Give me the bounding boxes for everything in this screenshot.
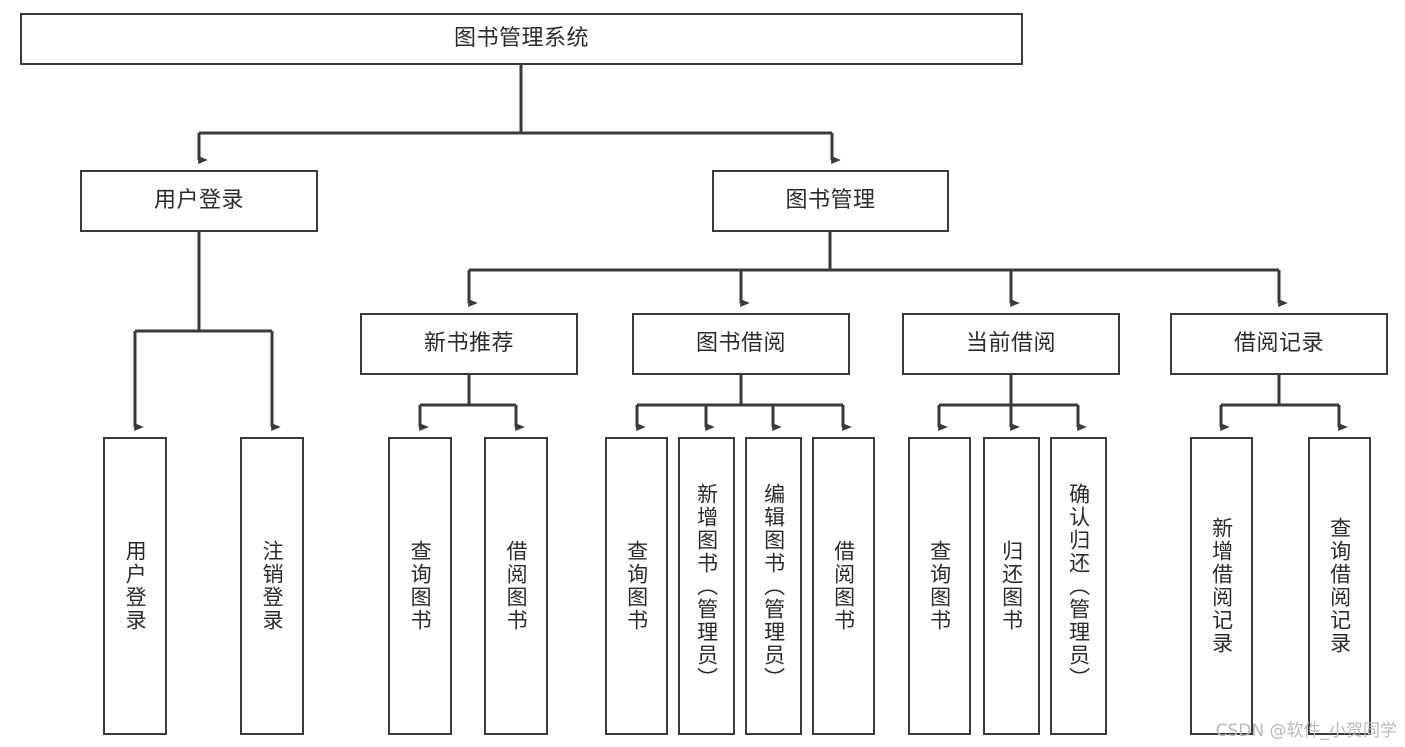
- node-label: 图书借阅: [695, 331, 786, 357]
- node-current-borrow[interactable]: 当前借阅: [902, 313, 1120, 375]
- node-leaf-query-book-2[interactable]: 查询图书: [605, 437, 668, 735]
- node-label: 查询图书: [927, 540, 952, 632]
- node-label: 归还图书: [999, 540, 1024, 632]
- node-leaf-borrow-book-2[interactable]: 借阅图书: [812, 437, 875, 735]
- node-label: 确认归还（管理员）: [1066, 482, 1091, 690]
- node-label: 查询图书: [408, 540, 433, 632]
- node-label: 注销登录: [260, 540, 285, 632]
- node-label: 借阅图书: [831, 540, 856, 632]
- node-label: 图书管理: [785, 188, 876, 214]
- node-leaf-confirm-return[interactable]: 确认归还（管理员）: [1050, 437, 1107, 735]
- node-label: 用户登录: [153, 188, 244, 214]
- node-book-manage[interactable]: 图书管理: [712, 170, 949, 232]
- node-user-login[interactable]: 用户登录: [80, 170, 318, 232]
- node-new-book-rec[interactable]: 新书推荐: [360, 313, 578, 375]
- node-label: 新增图书（管理员）: [694, 482, 719, 690]
- node-label: 图书管理系统: [453, 26, 589, 52]
- node-leaf-borrow-book-1[interactable]: 借阅图书: [484, 437, 548, 735]
- node-leaf-user-login[interactable]: 用户登录: [103, 437, 167, 735]
- node-book-borrow[interactable]: 图书借阅: [632, 313, 850, 375]
- node-label: 当前借阅: [965, 331, 1056, 357]
- node-leaf-add-record[interactable]: 新增借阅记录: [1190, 437, 1253, 735]
- node-label: 查询借阅记录: [1327, 517, 1352, 655]
- node-label: 查询图书: [624, 540, 649, 632]
- node-label: 用户登录: [123, 540, 148, 632]
- node-leaf-query-record[interactable]: 查询借阅记录: [1308, 437, 1371, 735]
- node-label: 借阅记录: [1233, 331, 1324, 357]
- node-leaf-query-book-1[interactable]: 查询图书: [388, 437, 452, 735]
- node-root[interactable]: 图书管理系统: [20, 13, 1023, 65]
- node-label: 编辑图书（管理员）: [761, 482, 786, 690]
- node-label: 借阅图书: [504, 540, 529, 632]
- node-leaf-edit-book[interactable]: 编辑图书（管理员）: [745, 437, 802, 735]
- node-leaf-logout[interactable]: 注销登录: [240, 437, 304, 735]
- node-borrow-record[interactable]: 借阅记录: [1170, 313, 1388, 375]
- watermark-text: CSDN @软件_小贺同学: [1215, 721, 1397, 741]
- node-label: 新增借阅记录: [1209, 517, 1234, 655]
- node-leaf-return-book[interactable]: 归还图书: [983, 437, 1040, 735]
- node-leaf-add-book[interactable]: 新增图书（管理员）: [678, 437, 735, 735]
- node-leaf-query-book-3[interactable]: 查询图书: [908, 437, 971, 735]
- node-label: 新书推荐: [423, 331, 514, 357]
